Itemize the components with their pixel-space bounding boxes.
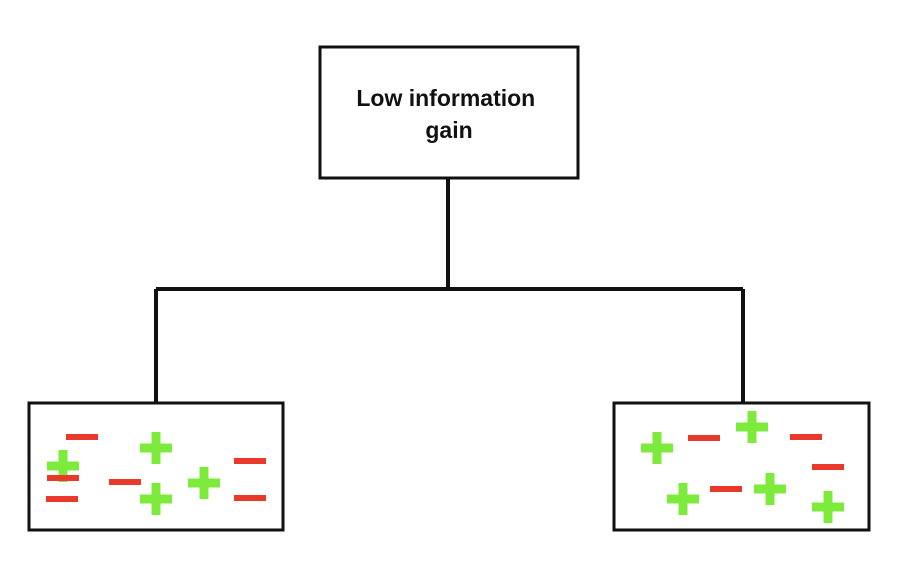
- minus-sign: [47, 475, 79, 481]
- left-child-signs: [46, 432, 266, 515]
- root-node: Low information gain: [318, 45, 580, 180]
- plus-sign: [140, 432, 172, 464]
- minus-sign: [234, 458, 266, 464]
- left-child-node: [27, 401, 285, 532]
- minus-sign: [710, 486, 742, 492]
- minus-sign: [234, 495, 266, 501]
- plus-sign: [736, 411, 768, 443]
- minus-sign: [688, 435, 720, 441]
- minus-sign: [109, 479, 141, 485]
- minus-sign: [812, 464, 844, 470]
- plus-sign: [47, 450, 79, 482]
- minus-sign: [790, 434, 822, 440]
- plus-sign: [140, 483, 172, 515]
- plus-sign: [667, 483, 699, 515]
- right-child-node: [612, 401, 871, 532]
- plus-sign: [754, 473, 786, 505]
- root-node-box: [318, 45, 580, 180]
- minus-sign: [46, 496, 78, 502]
- minus-sign: [66, 434, 98, 440]
- plus-sign: [812, 491, 844, 523]
- plus-sign: [188, 467, 220, 499]
- plus-sign: [641, 432, 673, 464]
- root-node-label: Low information gain: [356, 85, 541, 143]
- tree-connectors: [154, 178, 745, 403]
- root-label-line-2: gain: [425, 117, 472, 143]
- root-label-line-1: Low information: [356, 85, 535, 111]
- right-child-signs: [641, 411, 844, 523]
